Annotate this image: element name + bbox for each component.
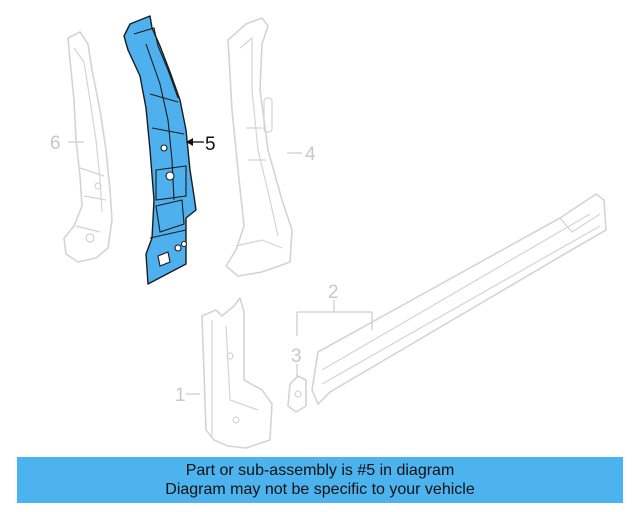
banner-line-1: Part or sub-assembly is #5 in diagram	[185, 462, 455, 479]
part-2-outline	[311, 193, 607, 405]
parts-diagram: 6 4 1 2 3	[50, 15, 607, 449]
leader-2	[296, 300, 373, 336]
callout-5: 5	[205, 134, 216, 155]
part-6-outline	[63, 31, 113, 263]
part-5-highlighted	[123, 15, 197, 285]
callout-4: 4	[305, 144, 316, 165]
part-4-outline	[225, 17, 293, 277]
callout-1: 1	[175, 385, 186, 406]
callout-2: 2	[328, 282, 339, 303]
part-3-outline	[287, 375, 307, 413]
callout-3: 3	[291, 346, 302, 367]
callout-6: 6	[50, 133, 61, 154]
info-banner: Part or sub-assembly is #5 in diagram Di…	[17, 457, 623, 503]
banner-line-2: Diagram may not be specific to your vehi…	[165, 481, 475, 498]
leader-5	[186, 138, 204, 146]
part-1-outline	[201, 297, 273, 449]
